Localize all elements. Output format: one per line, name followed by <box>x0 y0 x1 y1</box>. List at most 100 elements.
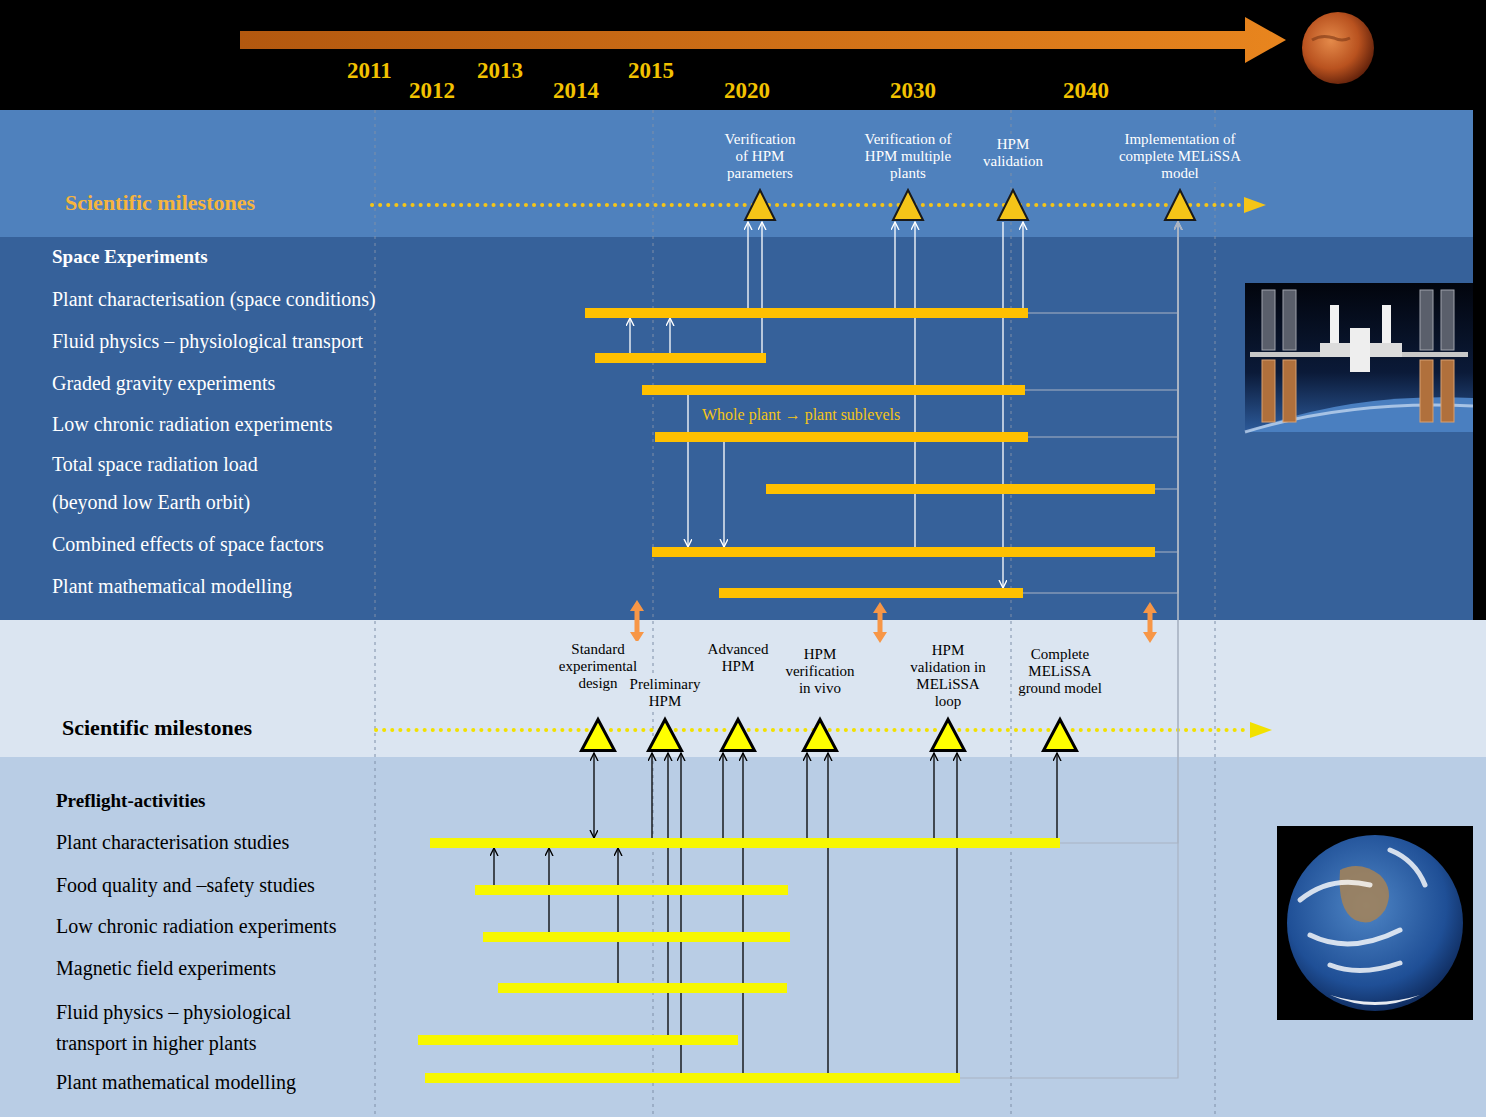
milestone-line-head <box>1250 722 1272 738</box>
earth-clouds <box>1300 850 1425 971</box>
triangle-shape <box>582 720 615 751</box>
milestone-label: Complete MELiSSA ground model <box>1014 646 1106 697</box>
connector-arrow <box>960 222 1178 1078</box>
band-heading: Space Experiments <box>52 245 208 268</box>
connector-arrow <box>617 848 618 983</box>
label-anchor: Whole plant → plant sublevels <box>700 405 902 424</box>
year-label: 2030 <box>890 77 936 105</box>
solar-array <box>1441 290 1454 350</box>
row-label: Food quality and –safety studies <box>56 874 315 897</box>
station-radiator <box>1382 305 1391 343</box>
milestone-band-ground <box>0 620 1486 757</box>
mars-planet <box>1302 12 1374 84</box>
section-band: Space ExperimentsPlant characterisation … <box>0 237 1473 620</box>
section-band: Scientific milestones Standard experiment… <box>0 620 1486 757</box>
activity-bar: Low chronic radiation experiments <box>483 932 790 942</box>
year-label: 2012 <box>409 77 455 105</box>
row-label: Low chronic radiation experiments <box>56 915 336 938</box>
year-gridline <box>1011 110 1012 1117</box>
double-arrow <box>1143 602 1157 643</box>
note-label: Whole plant → plant sublevels <box>700 405 902 424</box>
solar-array <box>1441 360 1454 422</box>
milestone-label: Advanced HPM <box>705 641 771 675</box>
connector-arrow <box>680 753 681 1073</box>
milestone-triangle: Advanced HPM <box>719 717 757 753</box>
activity-bar: Magnetic field experiments <box>498 983 787 993</box>
triangle-outline <box>743 188 777 222</box>
timeline-arrow <box>240 17 1286 63</box>
activity-bar: Plant mathematical modelling <box>719 588 1023 598</box>
connector-arrow <box>747 222 748 308</box>
milestone-triangle: HPM validation in MELiSSA loop <box>929 717 967 753</box>
triangle-outline <box>801 717 839 753</box>
row-label: Low chronic radiation experiments <box>52 413 332 436</box>
solar-array <box>1262 360 1275 422</box>
milestone-band-ground <box>0 110 1473 237</box>
activity-bar: Fluid physics – physiological transport … <box>418 1035 738 1045</box>
milestone-triangle: Standard experimental design <box>579 717 617 753</box>
connector-arrow <box>593 753 594 838</box>
mars-surface <box>1312 36 1350 40</box>
solar-array <box>1420 360 1433 422</box>
photo-ground <box>1245 283 1473 432</box>
earth-limb <box>1245 397 1473 432</box>
activity-bar: Total space radiation load (beyond low E… <box>766 484 1155 494</box>
milestone-triangle: Preliminary HPM <box>646 717 684 753</box>
triangle-shape <box>1044 720 1077 751</box>
row-label: Magnetic field experiments <box>56 957 276 980</box>
year-label: 2015 <box>628 57 674 85</box>
milestone-line-head <box>1244 197 1266 213</box>
milestone-dotted-line <box>372 203 1244 207</box>
connector-arrow <box>933 753 934 838</box>
row-label: Plant characterisation (space conditions… <box>52 288 376 311</box>
triangle-outline <box>1163 188 1197 222</box>
year-label: 2040 <box>1063 77 1109 105</box>
connector-arrow <box>806 753 807 838</box>
double-arrow <box>630 600 644 643</box>
band-heading: Preflight-activities <box>56 789 206 812</box>
band-heading: Scientific milestones <box>65 190 255 216</box>
label-anchor: 2015 <box>628 57 674 85</box>
earth-haze <box>1245 405 1473 432</box>
milestone-triangle: HPM verification in vivo <box>801 717 839 753</box>
connector-arrow <box>1155 222 1178 552</box>
solar-array <box>1262 290 1275 350</box>
year-label: 2013 <box>477 57 523 85</box>
label-anchor: 2020 <box>724 77 770 105</box>
row-label: Combined effects of space factors <box>52 533 324 556</box>
space-station-photo <box>1245 283 1473 432</box>
year-gridlines <box>375 110 1215 1117</box>
connector-arrow <box>1028 222 1178 313</box>
station-radiator <box>1330 305 1339 343</box>
section-band: Scientific milestones Verification of HPM… <box>0 110 1473 237</box>
milestone-label: HPM validation in MELiSSA loop <box>905 642 991 710</box>
triangle-shape <box>745 190 775 220</box>
triangle-outline <box>1041 717 1079 753</box>
milestone-triangle: Complete MELiSSA ground model <box>1041 717 1079 753</box>
connector-arrow <box>493 848 494 885</box>
milestone-label: Verification of HPM parameters <box>718 131 802 182</box>
row-label: Plant characterisation studies <box>56 831 289 854</box>
earth-land <box>1340 866 1389 922</box>
triangle-shape <box>1165 190 1195 220</box>
station-module <box>1350 328 1370 372</box>
connector-arrow <box>1002 222 1003 588</box>
connector-arrow <box>1023 222 1178 593</box>
triangle-outline <box>891 188 925 222</box>
band-heading: Scientific milestones <box>62 715 252 741</box>
milestone-triangle: Verification of HPM multiple plants <box>891 188 925 222</box>
double-arrow <box>873 602 887 643</box>
milestone-triangle: Implementation of complete MELiSSA model <box>1163 188 1197 222</box>
year-gridline <box>653 110 654 1117</box>
label-anchor: 2030 <box>890 77 936 105</box>
year-gridline <box>1215 110 1216 1117</box>
link-arrows <box>630 600 1157 643</box>
year-gridline <box>375 110 376 1117</box>
activity-bar: Graded gravity experiments <box>642 385 1025 395</box>
triangle-outline <box>646 717 684 753</box>
connector-arrow <box>1155 222 1178 489</box>
connector-arrow <box>956 753 957 1073</box>
activity-bar: Plant characterisation (space conditions… <box>585 308 1028 318</box>
triangle-outline <box>579 717 617 753</box>
